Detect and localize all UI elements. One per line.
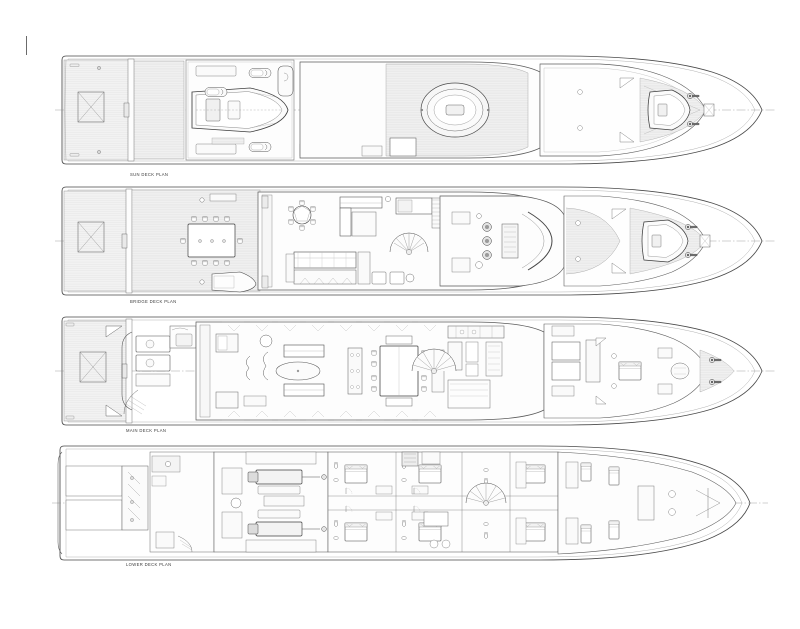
alfresco-dining	[131, 189, 261, 293]
sun-lounger-aft	[204, 87, 228, 97]
deck-lower: LOWER DECK PLAN	[52, 445, 768, 567]
spiral-stair-lower	[465, 482, 507, 506]
guest-cabin-port-fwd	[483, 461, 546, 489]
master-bed	[618, 361, 642, 381]
spiral-stair-bridge	[389, 232, 429, 255]
main-salon	[215, 333, 325, 409]
sun-lounger-starboard	[248, 142, 272, 152]
crew-area	[557, 451, 737, 555]
spa-pool	[420, 82, 490, 138]
foredeck-tender	[647, 89, 691, 131]
main-transom-stair	[123, 325, 197, 415]
bridge-aft-tender	[211, 271, 257, 293]
main-foredeck	[699, 349, 735, 393]
sundeck-foredeck	[577, 77, 715, 143]
guest-accommodation	[327, 451, 559, 553]
deck-main: MAIN DECK PLAN	[55, 316, 775, 433]
deck-sun: SUN DECK PLAN	[55, 55, 775, 177]
main-aft-settee	[121, 331, 171, 411]
master-stateroom	[551, 325, 690, 405]
wheelhouse-console	[451, 211, 553, 273]
deck-label-lower: LOWER DECK PLAN	[126, 562, 172, 567]
main-deck-windows	[222, 321, 440, 421]
deck-label-sun: SUN DECK PLAN	[130, 172, 168, 177]
guest-cabin-stbd-fwd	[483, 517, 546, 545]
helm-chairs	[482, 222, 492, 260]
guest-cabin-stbd-aft	[333, 505, 393, 542]
guest-cabin-port-mid	[401, 462, 442, 495]
bridge-foredeck-tender	[641, 219, 689, 263]
main-galley	[447, 325, 505, 409]
bridge-foredeck	[575, 207, 711, 275]
swim-platform-garage	[57, 451, 215, 555]
skylounge-sofas	[285, 196, 415, 285]
deck-label-bridge: BRIDGE DECK PLAN	[130, 299, 177, 304]
games-table	[288, 200, 316, 231]
deck-label-main: MAIN DECK PLAN	[126, 428, 166, 433]
main-engine-port	[247, 469, 327, 495]
tender-on-chocks	[191, 87, 289, 133]
deck-bridge: BRIDGE DECK PLAN	[55, 186, 775, 304]
registration-tick-icon	[26, 36, 27, 55]
guest-cabin-port-aft	[333, 462, 393, 495]
sun-lounger-port	[248, 68, 272, 78]
main-engine-starboard	[247, 509, 327, 537]
jacuzzi-aft	[277, 65, 294, 97]
spiral-stair-main	[411, 348, 457, 374]
engine-room	[213, 451, 329, 553]
